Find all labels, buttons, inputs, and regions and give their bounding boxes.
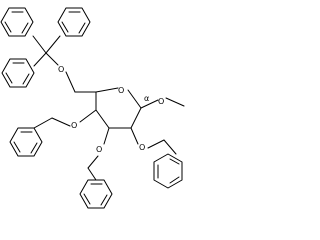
c2-benzyl-phenyl-ring: [153, 153, 183, 189]
anomeric-oxygen-label: O: [158, 97, 164, 106]
anomeric-stereo-label: α: [144, 94, 149, 103]
trityl-central-carbon-bonds: [32, 35, 61, 67]
ring-oxygen-label: O: [118, 86, 124, 95]
c3-benzyloxy-group: [87, 127, 110, 181]
pyranose-ring: [95, 87, 142, 129]
trityl-ether-linkage: [65, 71, 97, 93]
chemical-structure-diagram: O O O α O O: [0, 7, 185, 209]
c4-benzyloxy-group: [33, 109, 97, 129]
anomeric-methoxy-group: [140, 97, 185, 109]
c2-benzyloxy-group: [130, 127, 177, 155]
c4-benzyl-phenyl-ring: [9, 127, 43, 157]
c3-oxygen-label: O: [96, 145, 102, 154]
c4-oxygen-label: O: [71, 121, 77, 130]
trityl-phenyl-ring-bottom: [1, 58, 35, 88]
c3-benzyl-phenyl-ring: [79, 179, 113, 209]
trityl-phenyl-ring-right: [57, 7, 91, 37]
c2-oxygen-label: O: [139, 143, 145, 152]
trityl-oxygen-label: O: [58, 65, 64, 74]
trityl-phenyl-ring-left: [0, 7, 34, 37]
